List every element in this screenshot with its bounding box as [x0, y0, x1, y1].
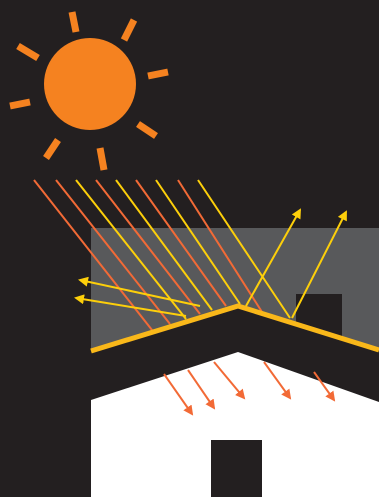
house-door: [211, 440, 262, 497]
sun-disc: [44, 38, 136, 130]
